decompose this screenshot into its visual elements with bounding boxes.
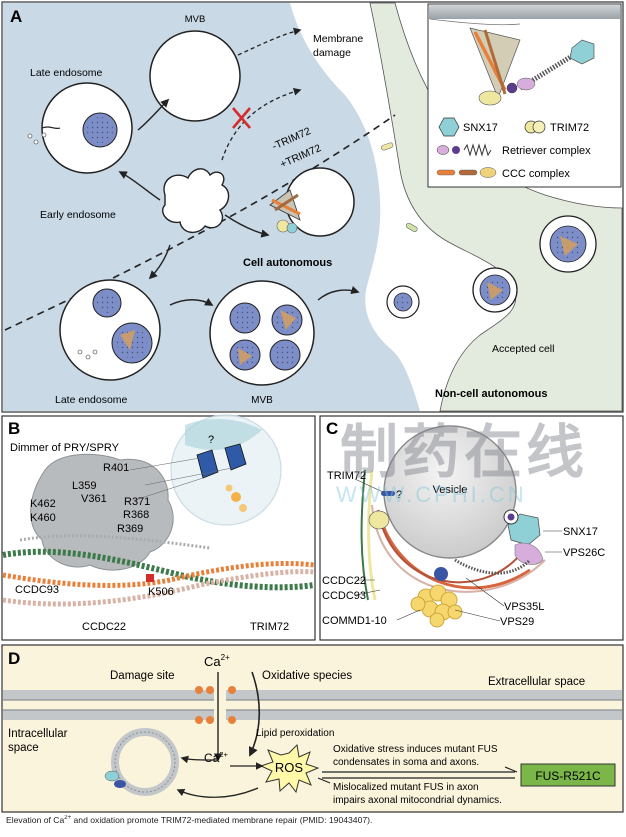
vps29-label: VPS29 [500,616,534,628]
residue-r401: R401 [103,462,129,474]
mvb-bottom [209,280,315,386]
cell-autonomous-label: Cell autonomous [243,257,332,269]
non-cell-autonomous-label: Non-cell autonomous [435,388,547,400]
ccdc22-label-b: CCDC22 [82,621,126,633]
residue-v361: V361 [81,493,107,505]
late-endosome-bottom-label: Late endosome [55,394,128,406]
text-bottom-line-1: Mislocalized mutant FUS in axon [333,782,479,793]
commd-label: COMMD1-10 [322,615,387,627]
legend-trim72: TRIM72 [550,122,589,134]
caption-sup: 2+ [64,815,72,821]
accepted-cell-label: Accepted cell [492,343,554,355]
caption-post: and oxidation promote TRIM72-mediated me… [71,815,373,825]
ca-top-label: Ca2+ [204,653,230,669]
residue-k460: K460 [30,512,56,524]
ccc-icon [436,167,497,178]
retriever-complex-icon [269,189,301,234]
commd-ring [410,584,463,628]
ccdc93-label-b: CCDC93 [15,584,59,596]
dimer-zoom-icon [196,443,247,479]
panel-a: A MVB Membrane damage Late endosome Earl… [1,1,624,413]
panel-c: C Vesicle ? TRIM72 SNX1 [319,415,624,641]
oxidative-label: Oxidative species [262,670,352,682]
residue-r371: R371 [124,496,150,508]
panel-b-question: ? [208,434,214,446]
trim72-label-c: TRIM72 [327,470,366,482]
legend: SNX17 TRIM72 Retriever complex CCC compl… [427,3,622,188]
panel-c-question: ? [396,489,402,501]
text-top-line-2: condensates in soma and axons. [333,757,479,768]
caption-pre: Elevation of Ca [6,815,65,825]
mvb-bottom-label: MVB [251,395,273,406]
intracellular-label-1: Intracellular [8,728,68,740]
panel-b: B Dimmer of PRY/SPRY ? R401 L359 V361 K4… [1,414,316,641]
fus-box [520,763,616,787]
mvb-top-label: MVB [185,14,206,25]
trim72-label-b: TRIM72 [250,621,289,633]
panel-b-title: Dimmer of PRY/SPRY [10,442,120,454]
pryspry-dimer-surface [30,453,174,571]
fus-label: FUS-R521C [535,769,601,783]
snx17-icon [438,117,460,137]
residue-r368: R368 [123,509,149,521]
panel-b-letter: B [8,419,20,438]
ca-bottom-label: Ca2+ [204,750,229,765]
blocked-arrow [221,87,302,161]
text-top-line-1: Oxidative stress induces mutant FUS [333,744,498,755]
vps26c-label: VPS26C [563,547,605,559]
ccdc93-label-c: CCDC93 [322,590,366,602]
early-endosome-label: Early endosome [40,209,116,221]
blocked-x-icon [232,107,251,129]
ccdc22-label-c: CCDC22 [322,575,366,587]
lipid-peroxidation-label: Lipid peroxidation [256,728,334,739]
panel-a-letter: A [10,7,22,26]
lipid-bilayer [3,690,622,720]
legend-snx17: SNX17 [463,122,498,134]
ros-burst [259,743,320,794]
legend-ccc: CCC complex [502,168,570,180]
late-endosome-top-label: Late endosome [30,67,103,79]
early-endosome [162,168,230,233]
legend-retriever: Retriever complex [502,145,591,157]
residue-k506: K506 [148,586,174,598]
membrane-damage-label-2: damage [313,47,351,59]
text-bottom-line-2: impairs axonal mitocondrial dynamics. [333,795,502,806]
residue-l359: L359 [72,480,96,492]
residue-k462: K462 [30,498,56,510]
vesicle-label: Vesicle [433,484,468,496]
snx17-label-c: SNX17 [563,526,598,538]
damage-site-label: Damage site [110,670,175,682]
figure-caption: Elevation of Ca2+ and oxidation promote … [6,815,620,826]
membrane-damage-label-1: Membrane [313,33,363,45]
repair-vesicle [104,728,179,796]
extracellular-label: Extracellular space [488,676,585,688]
panel-c-letter: C [326,419,338,438]
mvb-top [149,30,241,122]
divider-dashed-line [4,114,396,331]
residue-r369: R369 [117,523,143,535]
vps35l-label: VPS35L [504,601,544,613]
intracellular-label-2: space [8,742,39,754]
watermark-url: WWW.CPHI.CN [336,482,527,507]
watermark-cn: 制药在线 [340,420,588,485]
ros-label: ROS [275,760,304,775]
panel-d: D Ca2+ Damage site Oxidative species Ext… [1,644,624,813]
trim72-icon [524,120,546,134]
panel-d-letter: D [8,649,20,668]
watermark: 制药在线 WWW.CPHI.CN [336,420,588,507]
retriever-icon [436,143,492,157]
